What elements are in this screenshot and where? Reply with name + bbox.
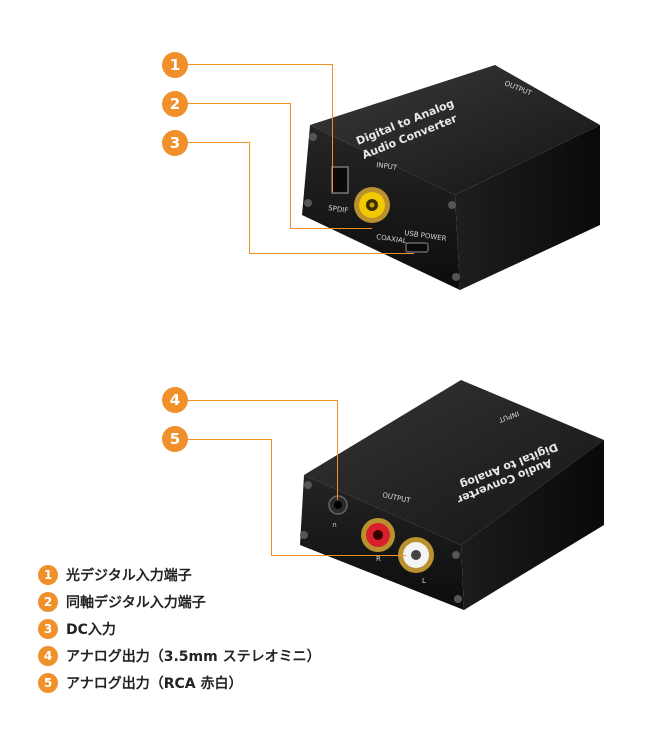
top-device-top-surface [310,65,600,195]
leader-line-2 [188,103,291,105]
optical-port [331,166,349,194]
usb-power-port [405,242,429,253]
screw-icon [452,273,460,281]
legend-item-3: 3 DC入力 [38,617,321,641]
screw-icon [300,531,308,539]
leader-line-5 [188,439,272,441]
legend-text-4: アナログ出力（3.5mm ステレオミニ） [66,649,321,665]
leader-line-4 [188,400,338,402]
callout-badge-1: 1 [162,52,188,78]
bottom-label-l: L [422,577,426,585]
leader-line-4-drop [337,400,339,500]
headphone-icon: ∩ [332,521,337,529]
legend-badge-2: 2 [38,592,58,612]
legend-text-3: DC入力 [66,622,116,638]
callout-badge-4: 4 [162,387,188,413]
legend-text-5: アナログ出力（RCA 赤白） [66,676,243,692]
leader-line-3-end [249,253,414,255]
legend-item-2: 2 同軸デジタル入力端子 [38,590,321,614]
leader-line-1-drop [332,64,334,192]
top-label-input: INPUT [376,161,399,172]
legend-text-2: 同軸デジタル入力端子 [66,595,206,611]
top-device-side-surface [455,125,600,290]
legend-badge-5: 5 [38,673,58,693]
leader-line-5-drop [271,439,273,556]
legend-text-1: 光デジタル入力端子 [66,568,192,584]
screw-icon [304,199,312,207]
bottom-device-illustration: ∩ R L OUTPUT Digital to Analog Audio Con… [300,380,604,610]
legend-badge-1: 1 [38,565,58,585]
legend-item-1: 1 光デジタル入力端子 [38,563,321,587]
leader-line-2-end [290,228,372,230]
leader-line-2-drop [290,103,292,229]
top-label-spdif: SPDIF [328,204,349,215]
leader-line-1 [188,64,333,66]
callout-badge-3: 3 [162,130,188,156]
callout-badge-5: 5 [162,426,188,452]
callout-badge-2: 2 [162,91,188,117]
legend-badge-4: 4 [38,646,58,666]
screw-icon [448,201,456,209]
bottom-device-top-surface [304,380,604,545]
screw-icon [304,481,312,489]
legend: 1 光デジタル入力端子 2 同軸デジタル入力端子 3 DC入力 4 アナログ出力… [38,563,321,698]
legend-item-4: 4 アナログ出力（3.5mm ステレオミニ） [38,644,321,668]
leader-line-3 [188,142,250,144]
screw-icon [309,133,317,141]
legend-badge-3: 3 [38,619,58,639]
top-device-illustration: Digital to Analog Audio Converter INPUT … [302,65,600,290]
legend-item-5: 5 アナログ出力（RCA 赤白） [38,671,321,695]
bottom-device-side-surface [461,440,604,610]
leader-line-5-end [271,555,406,557]
screw-icon [452,551,460,559]
bottom-label-r: R [376,555,381,563]
leader-line-3-drop [249,142,251,254]
screw-icon [454,595,462,603]
